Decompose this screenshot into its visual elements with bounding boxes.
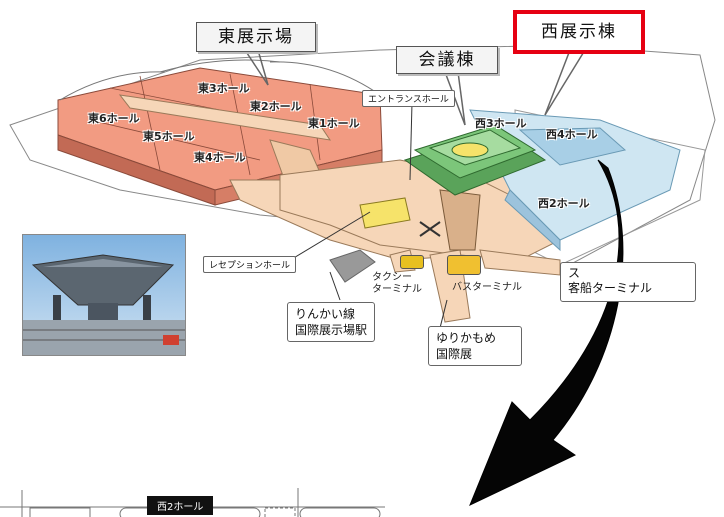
east3-hall-label: 東3ホール bbox=[198, 82, 250, 95]
entrance-leader bbox=[409, 102, 413, 181]
west4-hall-label: 西4ホール bbox=[546, 128, 598, 141]
floorplan-room bbox=[264, 507, 296, 517]
east-hall-grid-line bbox=[309, 83, 321, 161]
taxi-terminal-label: タクシー ターミナル bbox=[372, 272, 422, 295]
east6-hall-label: 東6ホール bbox=[88, 112, 140, 125]
west-hall-block-dark bbox=[518, 127, 627, 166]
walkway-spine bbox=[118, 94, 332, 141]
west3-hall-label: 西3ホール bbox=[475, 117, 527, 130]
ferry-terminal-box: ス 客船ターミナル bbox=[560, 262, 696, 302]
conference-callout: 会議棟 bbox=[396, 46, 498, 74]
west-callout-pointer bbox=[544, 49, 586, 116]
east-callout-pointer bbox=[244, 49, 269, 86]
conference-callout-pointer bbox=[444, 71, 466, 126]
conference-courtyard bbox=[451, 142, 489, 158]
reception-area bbox=[359, 197, 411, 229]
west2-hall-label: 西2ホール bbox=[538, 197, 590, 210]
east5-hall-label: 東5ホール bbox=[143, 130, 195, 143]
curved-arrow bbox=[469, 159, 624, 507]
yurikamome-leader bbox=[439, 299, 448, 329]
west-callout-pointer bbox=[544, 49, 571, 116]
rinkai-station-box: りんかい線 国際展示場駅 bbox=[287, 302, 376, 342]
east-roof-arch bbox=[59, 71, 166, 101]
floorplan-room bbox=[299, 507, 381, 517]
conference-building-photo bbox=[22, 234, 186, 356]
entrance-hall-label: エントランスホール bbox=[362, 90, 455, 107]
east2-hall-label: 東2ホール bbox=[250, 100, 302, 113]
east-roof-arch bbox=[269, 61, 381, 96]
east-callout-pointer bbox=[257, 49, 269, 86]
east-roof-arch bbox=[159, 59, 281, 73]
yurikamome-station-box: ゆりかもめ 国際展 bbox=[428, 326, 522, 366]
east1-hall-label: 東1ホール bbox=[308, 117, 360, 130]
conference-callout-pointer bbox=[457, 71, 466, 126]
path-rinkai bbox=[329, 249, 376, 283]
reception-hall-label: レセプションホール bbox=[203, 256, 297, 273]
east-hall-callout: 東展示場 bbox=[196, 22, 316, 52]
bus-icon bbox=[447, 255, 481, 275]
bus-terminal-label: バスターミナル bbox=[452, 282, 522, 293]
east-hall-grid-line bbox=[139, 75, 161, 171]
conference-base bbox=[439, 189, 481, 251]
east-hall-grid-line bbox=[89, 119, 261, 161]
east4-hall-label: 東4ホール bbox=[194, 151, 246, 164]
west-hall-wall bbox=[504, 189, 561, 252]
floorplan-room bbox=[29, 507, 91, 517]
plaza-marker bbox=[419, 221, 441, 237]
west-hall-callout: 西展示棟 bbox=[513, 10, 645, 54]
rinkai-leader bbox=[329, 271, 341, 301]
site-outline bbox=[9, 44, 716, 271]
taxi-icon bbox=[400, 255, 424, 269]
reception-leader bbox=[286, 211, 371, 263]
floorplan-title-tag: 西2ホール bbox=[147, 496, 214, 515]
